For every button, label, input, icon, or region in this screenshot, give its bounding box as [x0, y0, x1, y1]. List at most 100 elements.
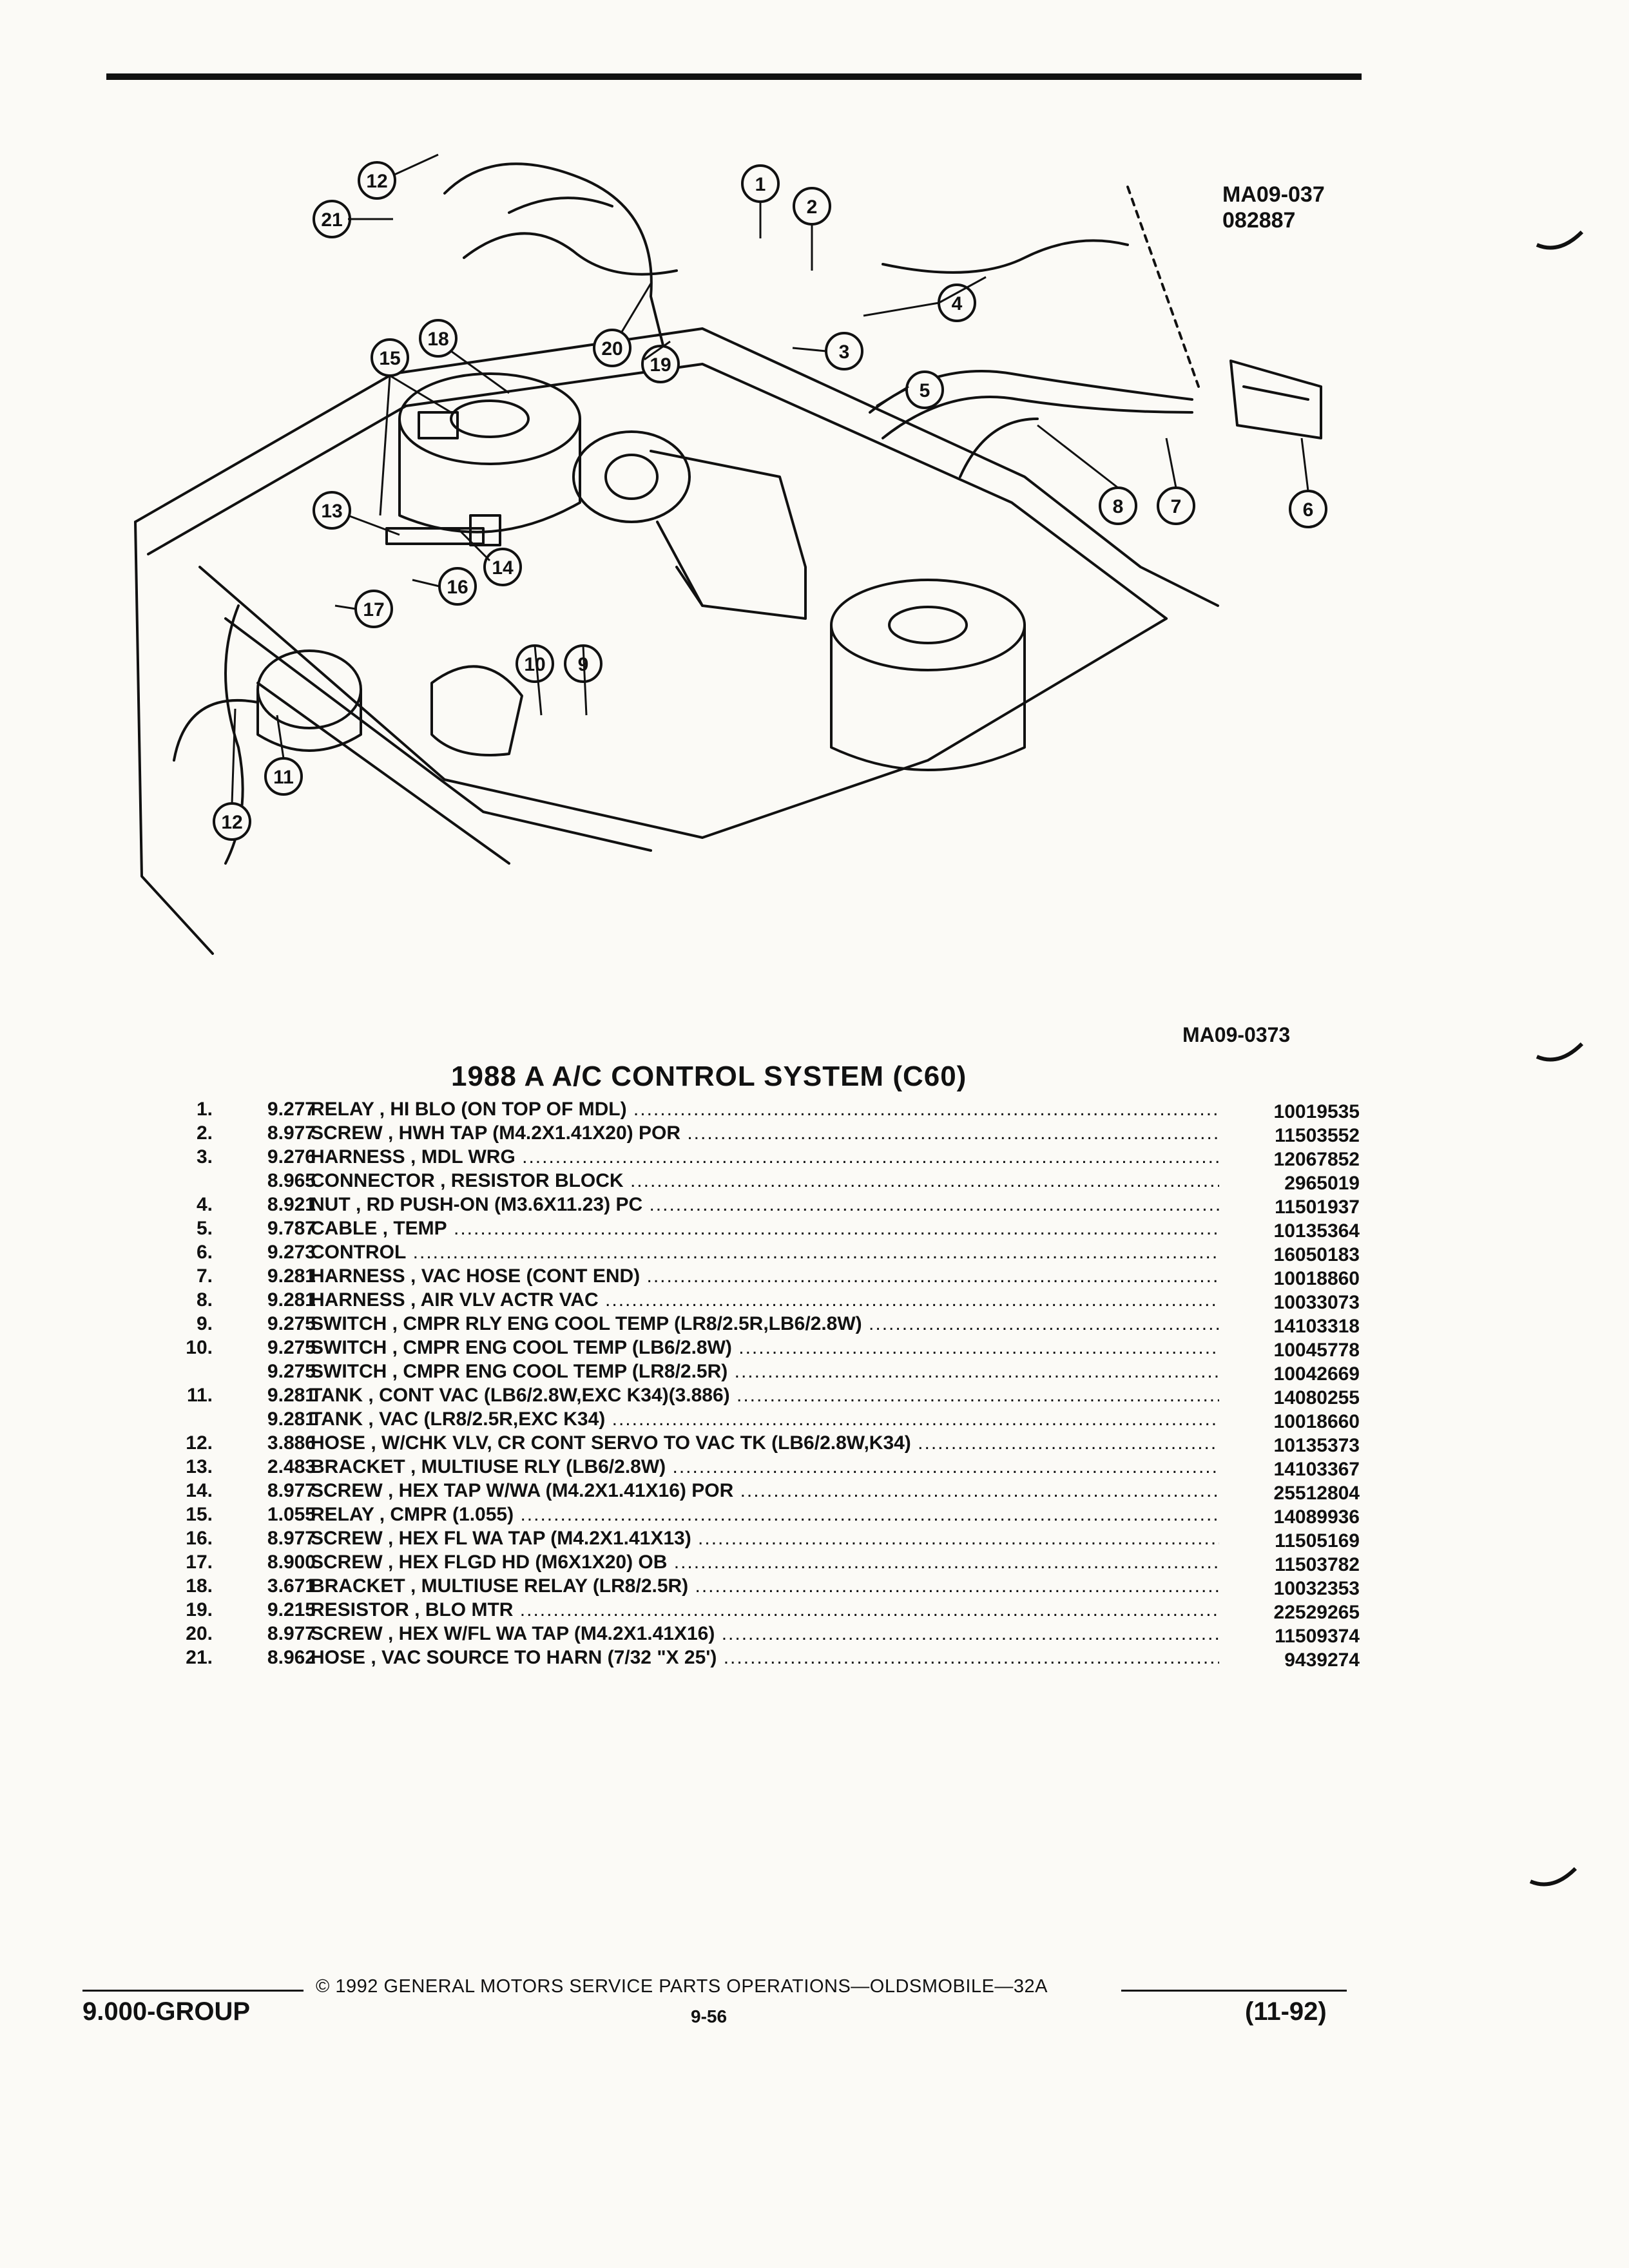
- part-description: BRACKET , MULTIUSE RLY (LB6/2.8W): [311, 1455, 1335, 1479]
- group-number: 8.900: [267, 1552, 316, 1573]
- item-number: 7.: [196, 1265, 213, 1287]
- exploded-parts-diagram: 1 2 3 4 5 6 7 8 9 10 11 12 13 14 15 16 1…: [134, 153, 1327, 955]
- blower-motor: [572, 430, 691, 523]
- part-description: CONNECTOR , RESISTOR BLOCK: [311, 1169, 1335, 1193]
- part-description: SWITCH , CMPR RLY ENG COOL TEMP (LR8/2.5…: [311, 1312, 1335, 1336]
- temp-cable: [882, 239, 1129, 274]
- group-number: 3.671: [267, 1575, 316, 1597]
- binder-mark: [1536, 1042, 1584, 1062]
- figure-code-date: 082887: [1222, 208, 1296, 233]
- callout-17: 17: [363, 599, 384, 620]
- callout-20: 20: [601, 338, 622, 360]
- part-description: SCREW , HEX FL WA TAP (M4.2X1.41X13): [311, 1526, 1335, 1550]
- callout-1: 1: [755, 174, 766, 195]
- group-number: 9.281: [267, 1265, 316, 1287]
- part-number: 10032353: [1219, 1577, 1360, 1600]
- part-number: 11503782: [1219, 1553, 1360, 1577]
- callout-7: 7: [1171, 496, 1182, 517]
- footer-rule-left: [82, 1990, 304, 1992]
- part-description: BRACKET , MULTIUSE RELAY (LR8/2.5R): [311, 1574, 1335, 1598]
- callout-bubbles: 1 2 3 4 5 6 7 8 9 10 11 12 13 14 15 16 1…: [213, 161, 1327, 841]
- figure-code: MA09-037 082887: [1222, 182, 1325, 233]
- callout-11: 11: [273, 767, 294, 788]
- revision-date: (11-92): [1245, 1997, 1327, 2026]
- figure-code-number: MA09-037: [1222, 182, 1325, 207]
- part-description: RESISTOR , BLO MTR: [311, 1598, 1335, 1622]
- group-number: 9.273: [267, 1242, 316, 1263]
- group-number: 9.275: [267, 1361, 316, 1382]
- part-number: 12067852: [1219, 1148, 1360, 1171]
- callout-13: 13: [321, 501, 342, 522]
- group-number: 1.055: [267, 1504, 316, 1525]
- figure-code-bottom: MA09-0373: [1182, 1023, 1291, 1046]
- part-number: 14080255: [1219, 1386, 1360, 1410]
- footer-rule-right: [1121, 1990, 1347, 1992]
- part-number: 14103318: [1219, 1314, 1360, 1338]
- part-description: TANK , VAC (LR8/2.5R,EXC K34): [311, 1407, 1335, 1431]
- item-number: 8.: [196, 1289, 213, 1311]
- group-number: 8.921: [267, 1194, 316, 1215]
- part-number: 11505169: [1219, 1529, 1360, 1553]
- part-description: HARNESS , AIR VLV ACTR VAC: [311, 1288, 1335, 1312]
- part-description: SCREW , HEX W/FL WA TAP (M4.2X1.41X16): [311, 1622, 1335, 1646]
- item-number: 2.: [196, 1122, 213, 1144]
- group-number: 8.977: [267, 1480, 316, 1501]
- item-number: 21.: [186, 1647, 213, 1668]
- part-description: RELAY , CMPR (1.055): [311, 1503, 1335, 1526]
- group-number: 9.275: [267, 1313, 316, 1334]
- callout-21: 21: [321, 209, 342, 231]
- item-number: 20.: [186, 1623, 213, 1644]
- part-description: HOSE , W/CHK VLV, CR CONT SERVO TO VAC T…: [311, 1431, 1335, 1455]
- group-number: 8.977: [267, 1528, 316, 1549]
- group-number: 9.281: [267, 1385, 316, 1406]
- group-number: 9.281: [267, 1408, 316, 1430]
- part-description: SWITCH , CMPR ENG COOL TEMP (LR8/2.5R): [311, 1360, 1335, 1383]
- left-strut-tower: [398, 372, 581, 465]
- parts-row: 6.9.273CONTROL16050183: [122, 1240, 1360, 1267]
- part-number: 10045778: [1219, 1338, 1360, 1362]
- callout-5: 5: [920, 380, 930, 401]
- part-description: CONTROL: [311, 1240, 1335, 1264]
- item-number: 17.: [186, 1552, 213, 1573]
- callout-15: 15: [379, 348, 400, 369]
- page-number: 9-56: [691, 2006, 728, 2026]
- part-description: RELAY , HI BLO (ON TOP OF MDL): [311, 1097, 1335, 1121]
- control-head: [1229, 360, 1322, 439]
- group-number: 8.977: [267, 1623, 316, 1644]
- group-number: 9.276: [267, 1146, 316, 1168]
- callout-12-top: 12: [366, 171, 387, 192]
- part-number: 11509374: [1219, 1624, 1360, 1648]
- copyright-text: © 1992 GENERAL MOTORS SERVICE PARTS OPER…: [316, 1976, 1048, 1997]
- item-number: 5.: [196, 1218, 213, 1239]
- group-number: 8.977: [267, 1122, 316, 1144]
- item-number: 3.: [196, 1146, 213, 1168]
- item-number: 13.: [186, 1456, 213, 1477]
- part-description: TANK , CONT VAC (LB6/2.8W,EXC K34)(3.886…: [311, 1383, 1335, 1407]
- part-description: HARNESS , VAC HOSE (CONT END): [311, 1264, 1335, 1288]
- part-description: NUT , RD PUSH-ON (M3.6X11.23) PC: [311, 1193, 1335, 1216]
- callout-8: 8: [1113, 496, 1124, 517]
- part-number: 10033073: [1219, 1291, 1360, 1314]
- callout-18: 18: [427, 329, 448, 350]
- part-number: 10135364: [1219, 1219, 1360, 1243]
- group-number: 2.483: [267, 1456, 316, 1477]
- callout-16: 16: [447, 577, 468, 598]
- part-number: 10018660: [1219, 1410, 1360, 1434]
- part-number: 10042669: [1219, 1362, 1360, 1386]
- callout-19: 19: [650, 354, 671, 376]
- part-number: 14089936: [1219, 1505, 1360, 1529]
